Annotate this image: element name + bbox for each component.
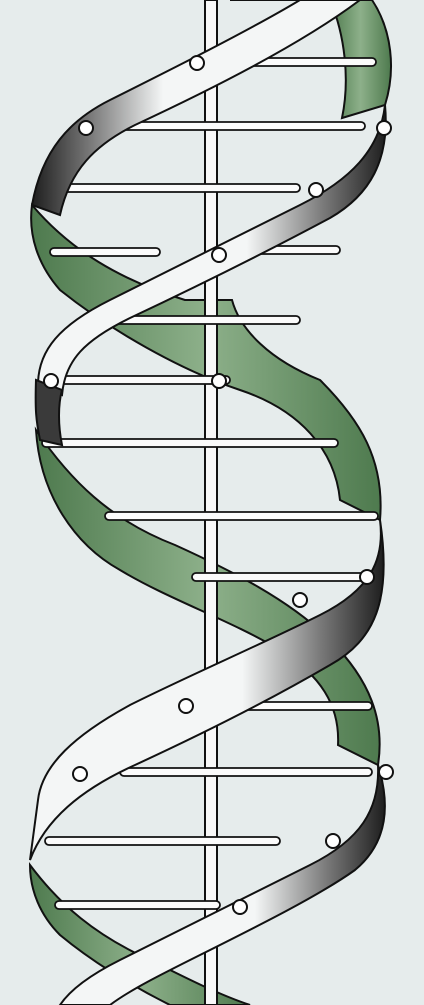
base-pair-rung <box>45 837 280 845</box>
phosphate-dot <box>73 767 87 781</box>
phosphate-dot <box>212 374 226 388</box>
phosphate-dot <box>326 834 340 848</box>
phosphate-dot <box>79 121 93 135</box>
phosphate-dot <box>233 900 247 914</box>
phosphate-dot <box>360 570 374 584</box>
front-strand-segment <box>32 0 360 215</box>
front-strand-segment <box>36 380 62 445</box>
phosphate-dot <box>179 699 193 713</box>
phosphate-dot <box>44 374 58 388</box>
base-pair-rung <box>105 512 378 520</box>
base-pair-rung <box>42 439 338 447</box>
base-pair-rung <box>60 376 230 384</box>
phosphate-dot <box>377 121 391 135</box>
base-pair-rung <box>192 573 368 581</box>
phosphate-dot <box>212 248 226 262</box>
phosphate-dot <box>309 183 323 197</box>
phosphate-dot <box>293 593 307 607</box>
front-strand-segment <box>60 765 385 1005</box>
base-pair-rung <box>120 122 365 130</box>
phosphate-dot <box>379 765 393 779</box>
phosphate-dot <box>190 56 204 70</box>
base-pair-rung <box>45 184 300 192</box>
base-pair-rung <box>120 768 372 776</box>
central-axis <box>205 0 217 1005</box>
base-pair-rung <box>55 901 220 909</box>
base-pair-rung <box>50 248 160 256</box>
